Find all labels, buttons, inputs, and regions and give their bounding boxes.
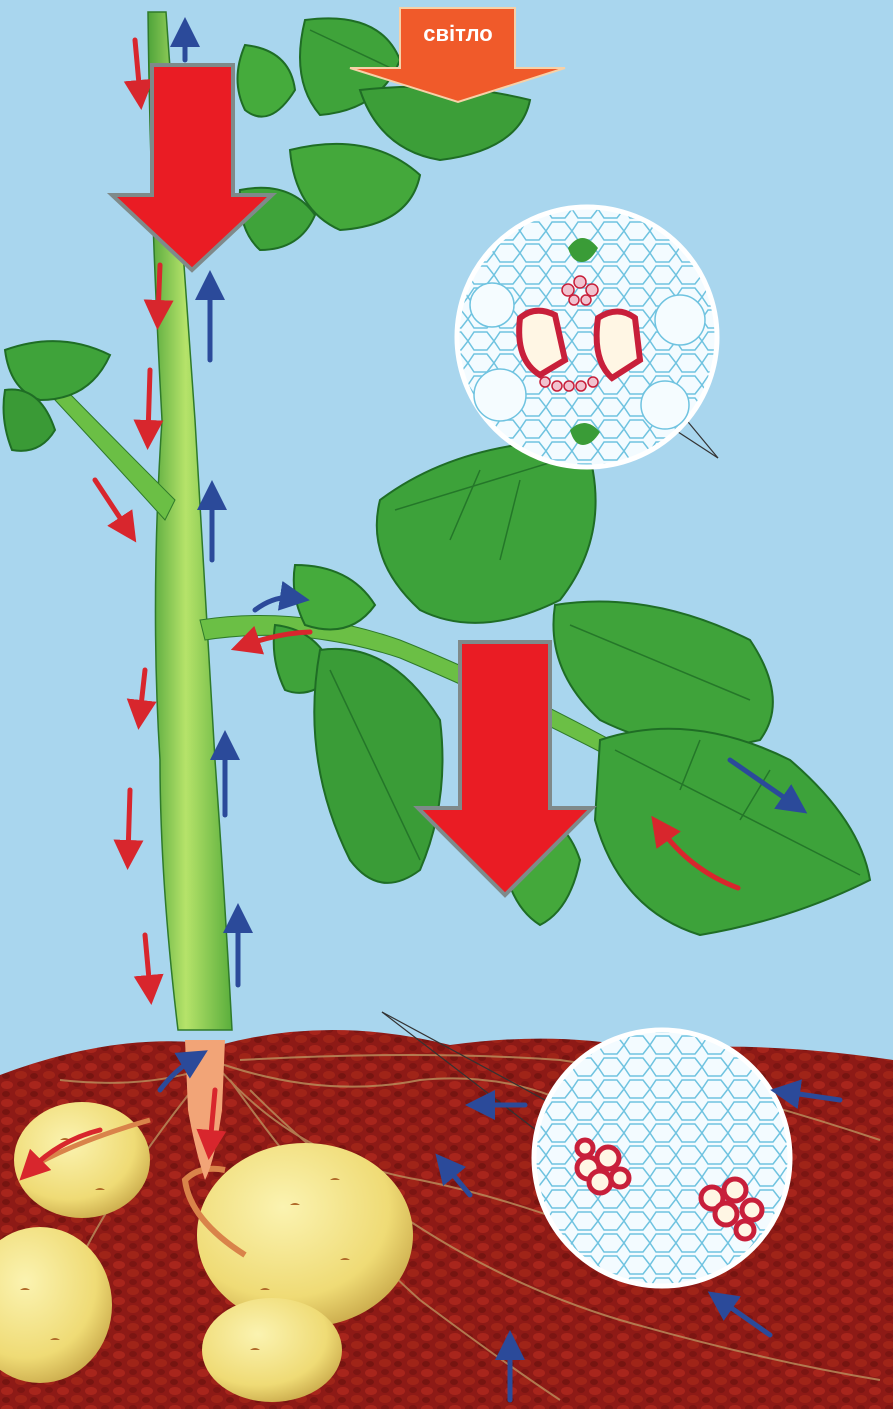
leaf	[377, 440, 596, 623]
leaf	[553, 602, 772, 747]
leaf	[314, 649, 442, 883]
light-label: світло	[423, 21, 492, 46]
stem-cross-section	[457, 207, 718, 467]
tuber	[197, 1143, 413, 1327]
leaf	[294, 565, 375, 630]
leaf	[238, 45, 296, 117]
xylem-vessel	[519, 311, 565, 375]
tuber	[202, 1298, 342, 1402]
tuber	[14, 1102, 150, 1218]
side-branch	[55, 392, 175, 520]
